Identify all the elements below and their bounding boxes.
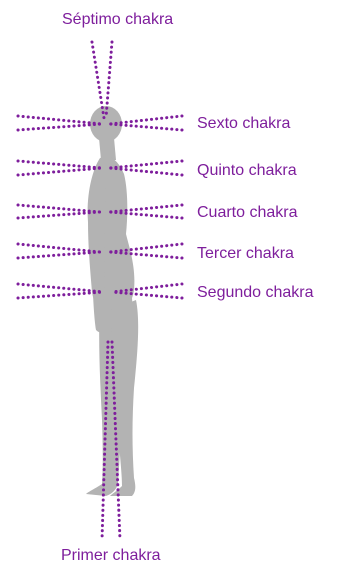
sixth-chakra-label: Sexto chakra bbox=[197, 115, 290, 133]
first-chakra-label: Primer chakra bbox=[61, 547, 161, 565]
third-chakra-line bbox=[18, 252, 100, 258]
fourth-chakra-label: Cuarto chakra bbox=[197, 204, 298, 222]
fifth-chakra-line bbox=[18, 168, 102, 175]
sixth-chakra-line bbox=[18, 124, 102, 130]
second-chakra-line bbox=[18, 292, 104, 298]
second-chakra-line bbox=[18, 284, 104, 292]
seventh-chakra-label: Séptimo chakra bbox=[62, 11, 173, 29]
fifth-chakra-label: Quinto chakra bbox=[197, 162, 297, 180]
fifth-chakra-line bbox=[18, 161, 102, 168]
fifth-chakra-line bbox=[110, 161, 182, 168]
third-chakra-label: Tercer chakra bbox=[197, 245, 294, 263]
human-silhouette-icon bbox=[86, 106, 138, 496]
third-chakra-line bbox=[18, 244, 100, 252]
second-chakra-label: Segundo chakra bbox=[197, 284, 314, 302]
seventh-chakra-line bbox=[92, 42, 104, 118]
sixth-chakra-line bbox=[18, 116, 102, 124]
